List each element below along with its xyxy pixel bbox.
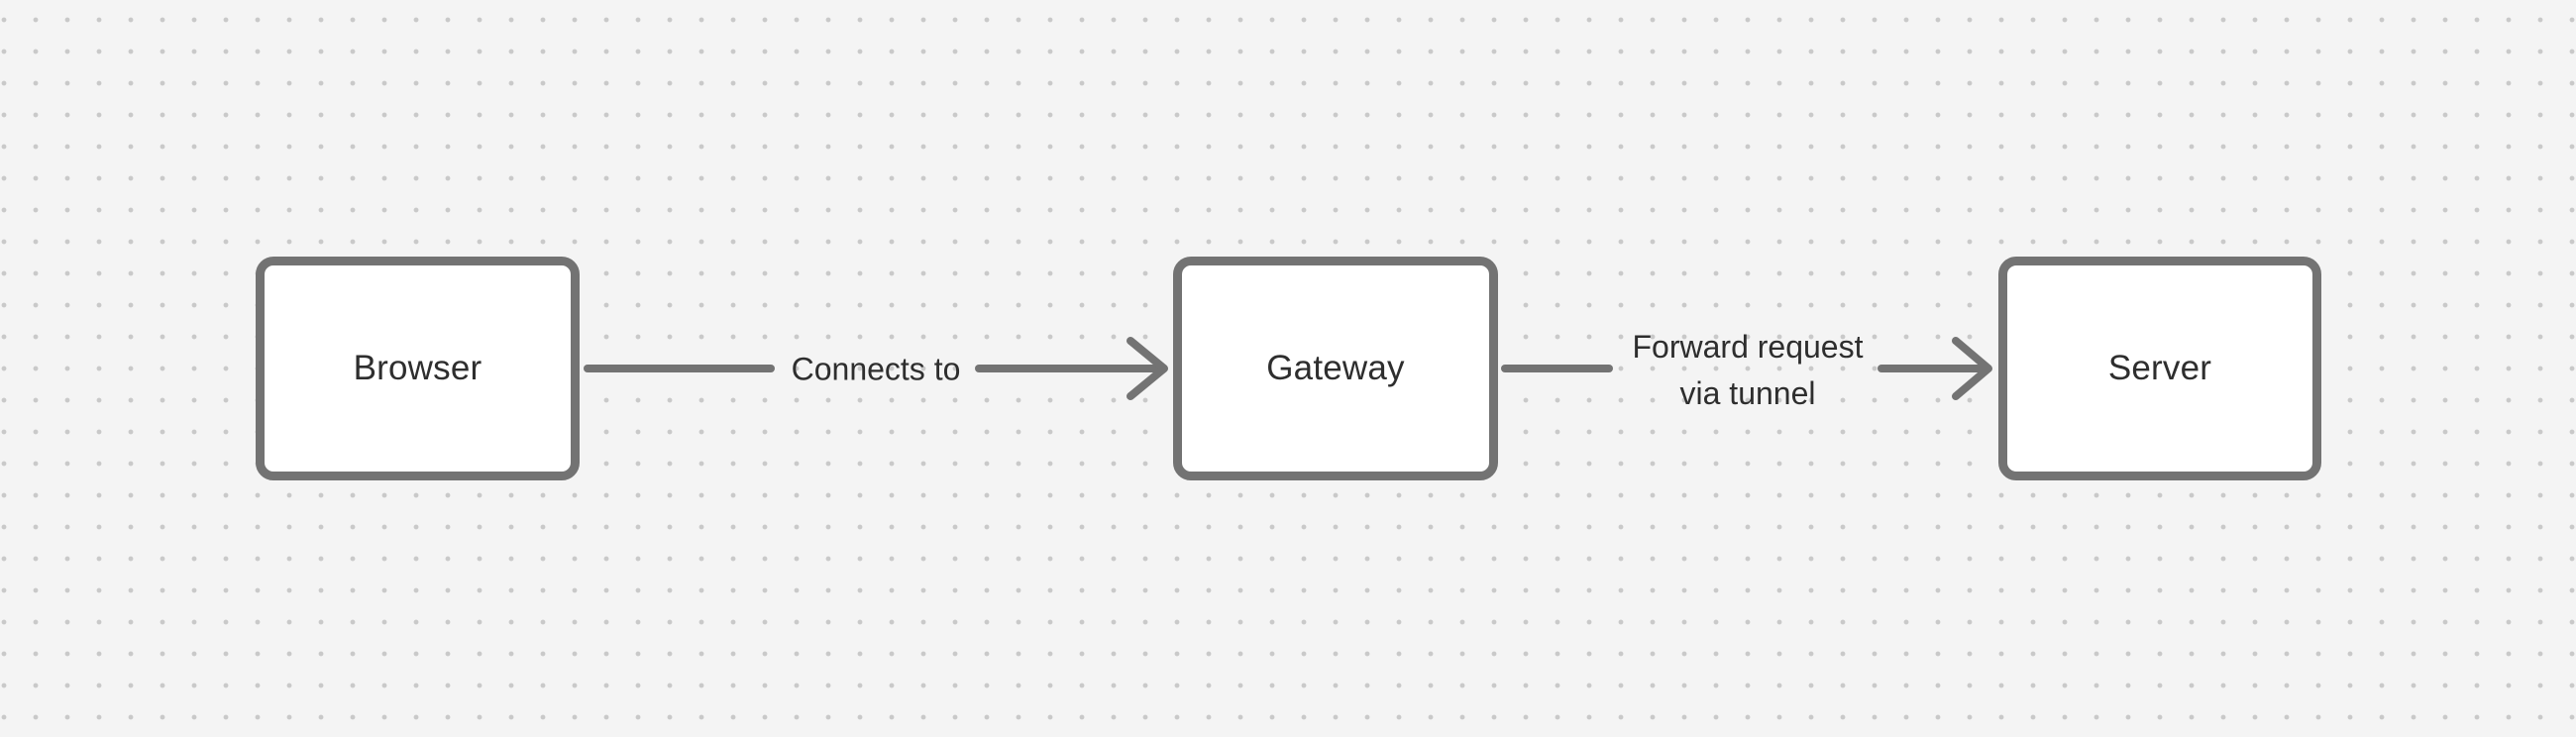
node-gateway-label: Gateway	[1266, 349, 1405, 387]
node-gateway[interactable]: Gateway	[1173, 257, 1498, 480]
node-server[interactable]: Server	[1998, 257, 2321, 480]
arrowhead-server-icon[interactable]	[1952, 337, 1992, 400]
node-browser-label: Browser	[353, 349, 483, 387]
arrowhead-gateway-icon[interactable]	[1127, 337, 1168, 400]
node-browser[interactable]: Browser	[256, 257, 580, 480]
edge-label-forward-request[interactable]: Forward request via tunnel	[1633, 324, 1864, 417]
edge-label-forward-request-line-2: via tunnel	[1679, 375, 1816, 411]
node-server-label: Server	[2107, 349, 2212, 387]
edge-label-connects-to[interactable]: Connects to	[791, 351, 961, 387]
edge-label-forward-request-line-1: Forward request	[1632, 329, 1864, 365]
